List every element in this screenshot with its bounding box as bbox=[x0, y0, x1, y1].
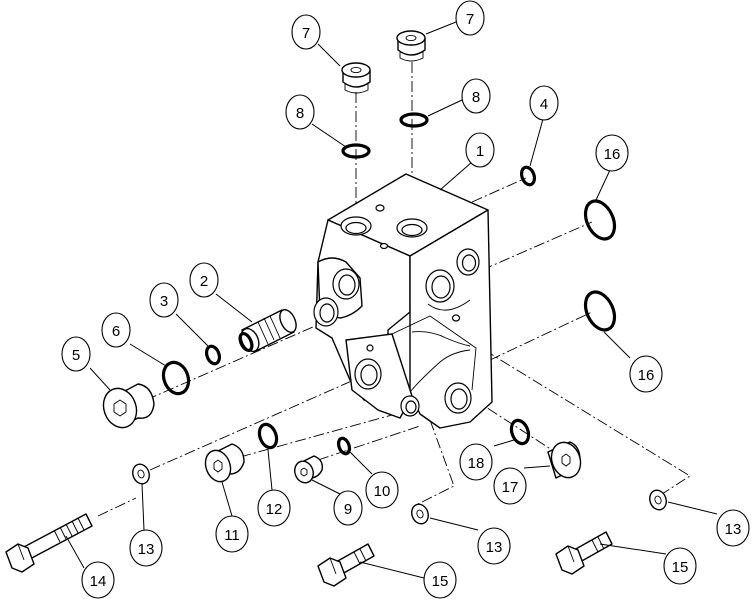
svg-text:7: 7 bbox=[302, 25, 310, 42]
o-ring-12 bbox=[257, 422, 279, 450]
callout-3: 3 bbox=[149, 282, 179, 318]
plug-7-left bbox=[341, 62, 371, 94]
svg-text:4: 4 bbox=[540, 96, 548, 113]
callout-8-left: 8 bbox=[285, 94, 315, 130]
svg-text:8: 8 bbox=[472, 89, 480, 106]
plug-7-right bbox=[396, 30, 426, 62]
callout-1: 1 bbox=[465, 132, 495, 168]
plug-9 bbox=[294, 455, 324, 484]
o-ring-8-right bbox=[399, 112, 429, 128]
svg-text:5: 5 bbox=[72, 347, 80, 364]
bolt-15-left bbox=[317, 543, 375, 587]
o-ring-16-upper bbox=[583, 199, 617, 241]
o-ring-18 bbox=[509, 418, 531, 446]
callout-13-left: 13 bbox=[129, 529, 163, 567]
svg-text:16: 16 bbox=[604, 146, 621, 163]
callout-13-right: 13 bbox=[716, 509, 750, 547]
svg-text:7: 7 bbox=[466, 11, 474, 28]
svg-text:18: 18 bbox=[468, 455, 485, 472]
bolt-14 bbox=[5, 513, 93, 573]
svg-text:12: 12 bbox=[266, 501, 283, 518]
svg-text:13: 13 bbox=[725, 521, 742, 538]
callout-2: 2 bbox=[189, 262, 219, 298]
o-ring-6 bbox=[161, 360, 191, 396]
svg-text:16: 16 bbox=[638, 367, 655, 384]
svg-text:11: 11 bbox=[224, 527, 240, 544]
svg-text:14: 14 bbox=[90, 573, 107, 590]
callout-18: 18 bbox=[459, 443, 493, 481]
callout-13-middle: 13 bbox=[477, 527, 511, 565]
o-ring-3 bbox=[204, 344, 222, 366]
svg-text:2: 2 bbox=[200, 273, 208, 290]
callout-9: 9 bbox=[333, 490, 363, 526]
svg-text:13: 13 bbox=[138, 541, 155, 558]
manifold-body bbox=[313, 173, 493, 429]
callout-14: 14 bbox=[81, 561, 115, 599]
svg-text:15: 15 bbox=[432, 573, 449, 590]
svg-text:8: 8 bbox=[296, 105, 304, 122]
callout-16-lower: 16 bbox=[629, 355, 663, 393]
o-ring-16-lower bbox=[583, 290, 617, 332]
o-rings bbox=[161, 112, 617, 456]
leader-lines bbox=[65, 21, 718, 579]
callout-7-left: 7 bbox=[291, 14, 321, 50]
callout-15-left: 15 bbox=[423, 561, 457, 599]
svg-text:15: 15 bbox=[672, 559, 689, 576]
center-lines bbox=[97, 62, 691, 517]
plug-17 bbox=[547, 441, 582, 479]
callout-4: 4 bbox=[529, 85, 559, 121]
callout-11: 11 bbox=[215, 515, 249, 553]
svg-text:1: 1 bbox=[476, 143, 484, 160]
svg-text:10: 10 bbox=[374, 483, 391, 500]
callout-5: 5 bbox=[61, 336, 91, 372]
plug-5 bbox=[102, 383, 155, 429]
callout-8-right: 8 bbox=[461, 78, 491, 114]
svg-text:9: 9 bbox=[344, 501, 352, 518]
svg-text:17: 17 bbox=[502, 479, 519, 496]
callout-16-upper: 16 bbox=[595, 134, 629, 172]
callout-10: 10 bbox=[365, 471, 399, 509]
valve-cartridge-2 bbox=[238, 309, 297, 353]
callout-7-right: 7 bbox=[455, 0, 485, 36]
callouts: 7 7 8 8 4 1 16 16 bbox=[61, 0, 750, 599]
bolt-15-right bbox=[555, 531, 613, 575]
o-ring-10 bbox=[336, 436, 352, 456]
o-ring-4 bbox=[519, 165, 537, 187]
callout-12: 12 bbox=[257, 489, 291, 527]
callout-6: 6 bbox=[101, 312, 131, 348]
plug-11 bbox=[204, 443, 245, 483]
o-ring-8-left bbox=[341, 143, 371, 159]
svg-text:3: 3 bbox=[160, 293, 168, 310]
svg-text:6: 6 bbox=[112, 323, 120, 340]
washers-13 bbox=[132, 463, 667, 525]
callout-15-right: 15 bbox=[663, 547, 697, 585]
callout-17: 17 bbox=[493, 467, 527, 505]
svg-text:13: 13 bbox=[486, 539, 503, 556]
